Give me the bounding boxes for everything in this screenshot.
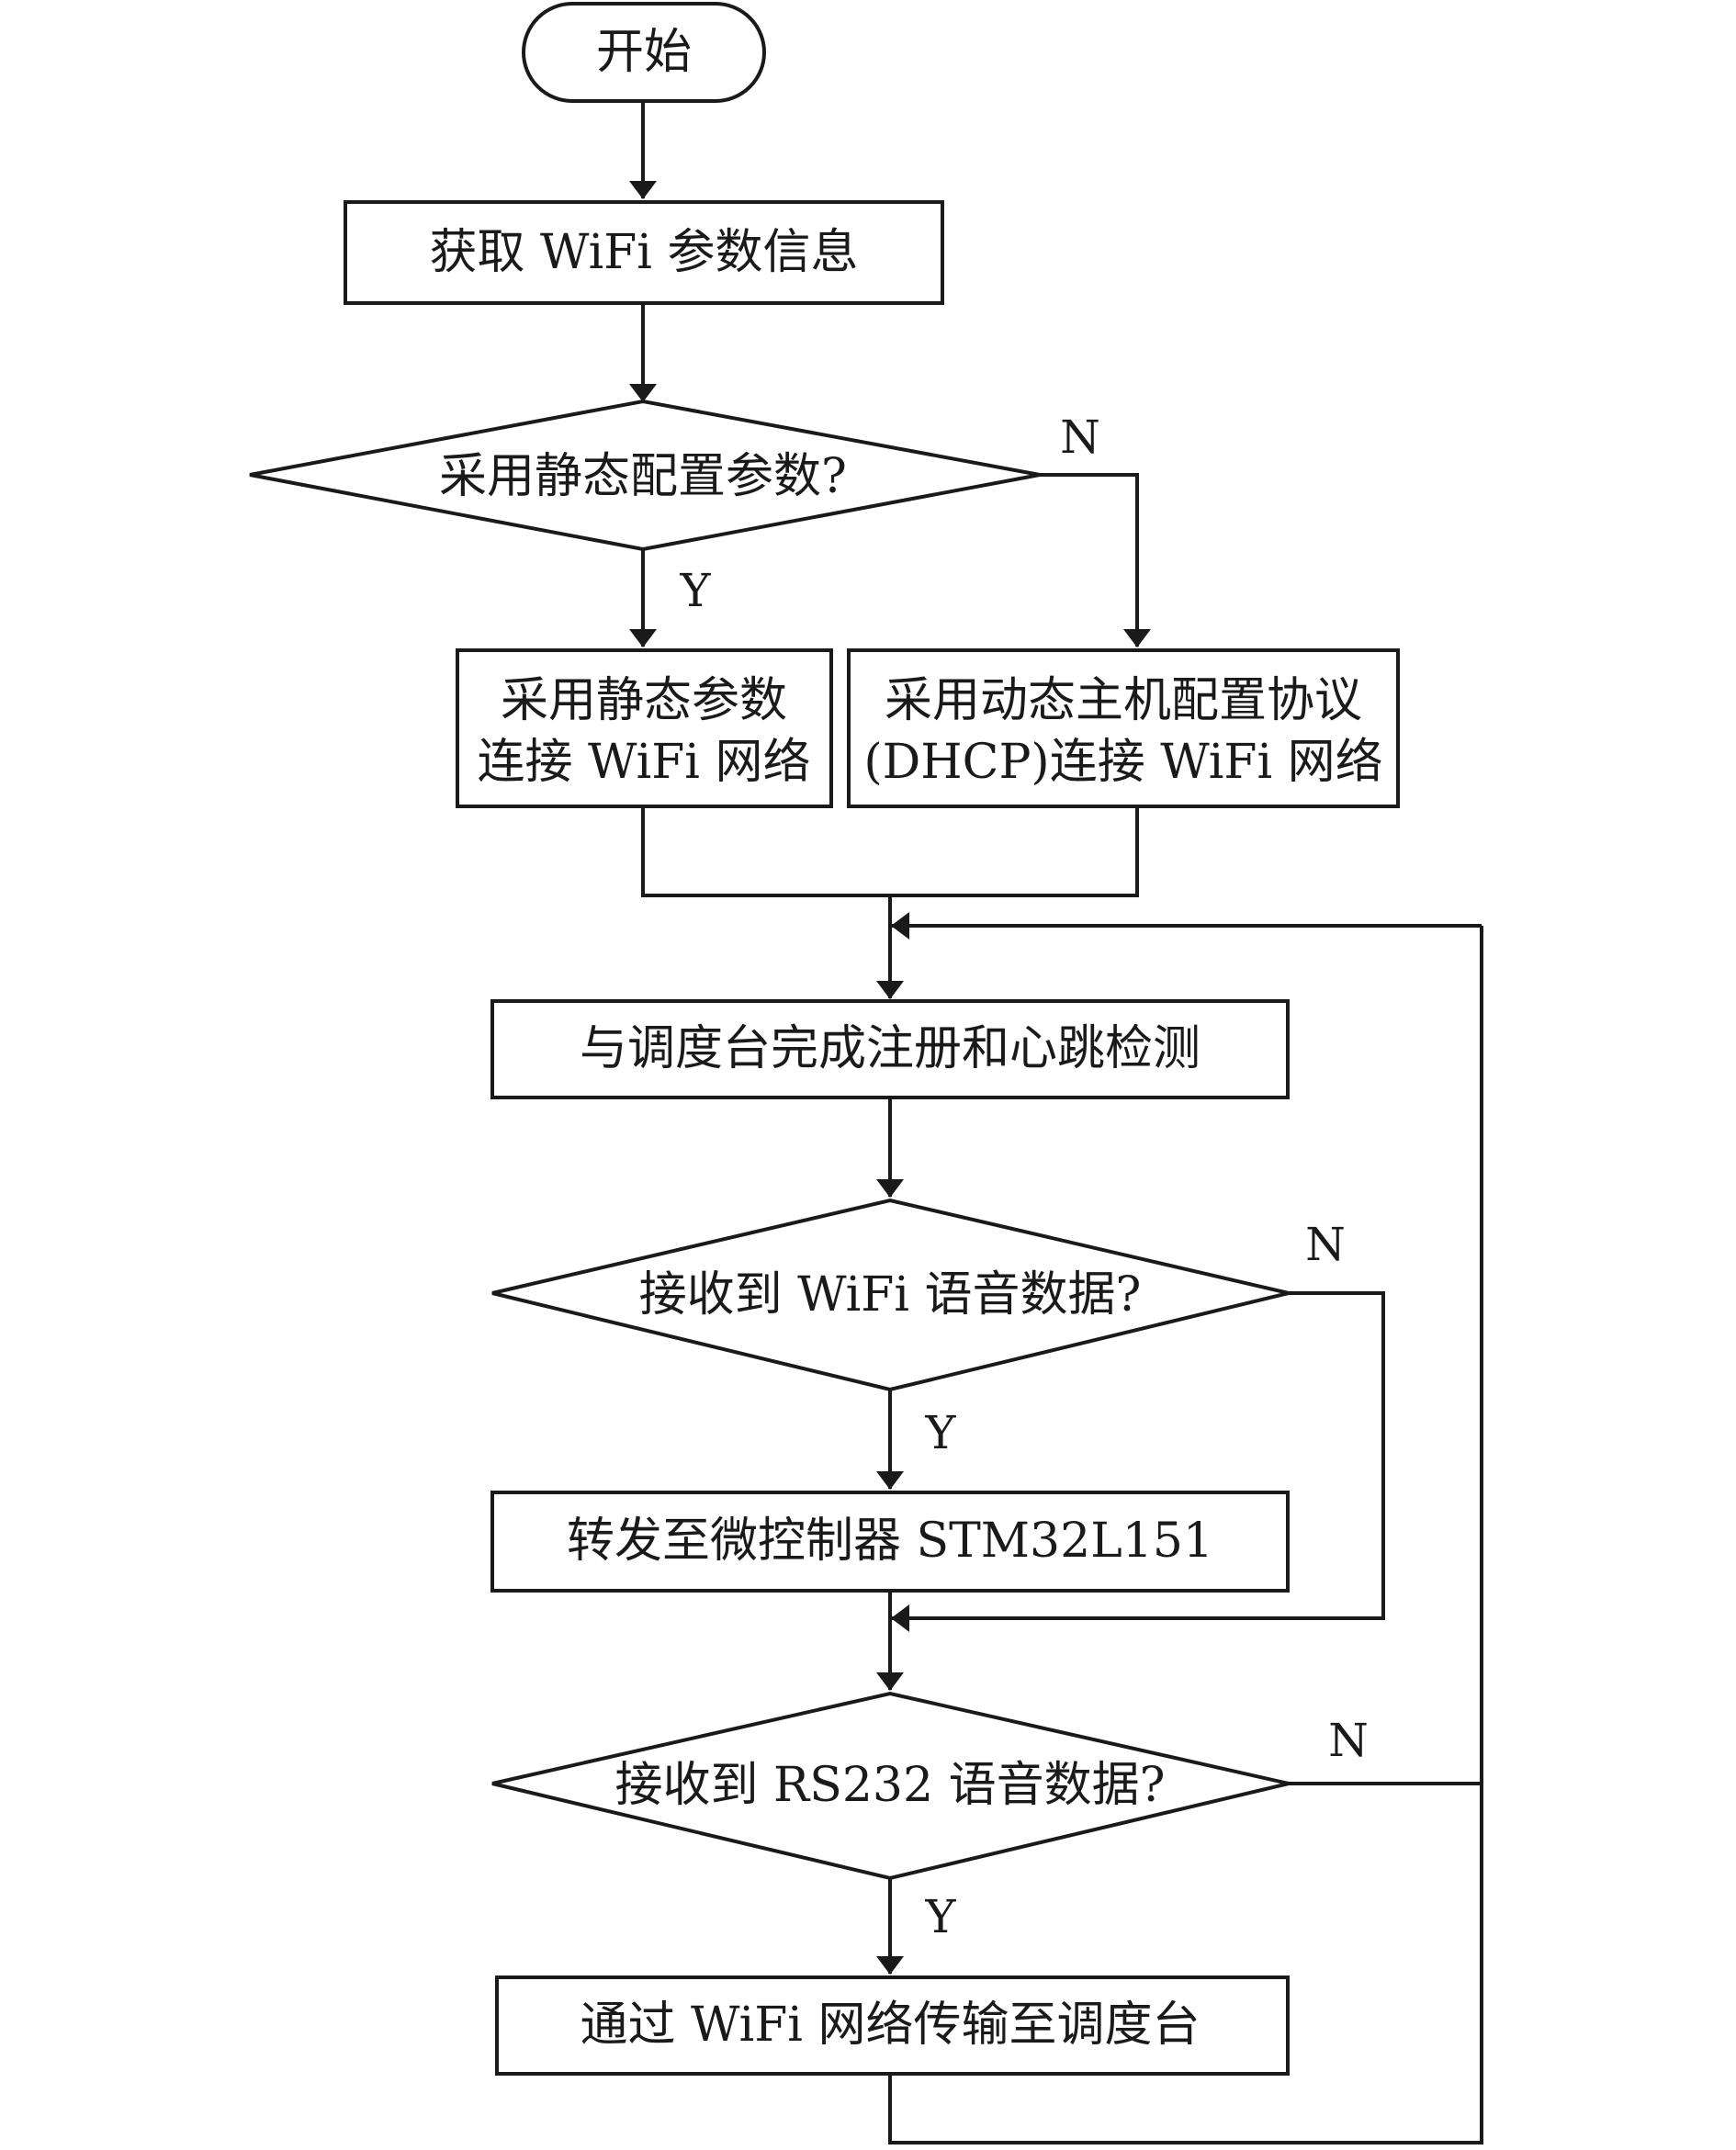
q-static-no-label: N — [1060, 411, 1100, 464]
get-params-label: 获取 WiFi 参数信息 — [430, 225, 859, 280]
merge-connect-paths — [641, 806, 1139, 897]
q-wifi-no-label: N — [1305, 1218, 1346, 1271]
q-static-label: 采用静态配置参数? — [439, 449, 847, 504]
process-register: 与调度台完成注册和心跳检测 — [490, 999, 1290, 1099]
process-forward: 转发至微控制器 STM32L151 — [490, 1491, 1290, 1593]
register-label: 与调度台完成注册和心跳检测 — [580, 1021, 1201, 1076]
static-connect-line-1: 采用静态参数 — [501, 673, 787, 728]
arrow-q-static-no — [1040, 473, 1151, 647]
forward-label: 转发至微控制器 STM32L151 — [567, 1514, 1213, 1569]
process-get-params: 获取 WiFi 参数信息 — [344, 200, 944, 305]
q-rs232-no-label: N — [1328, 1714, 1369, 1767]
process-transmit: 通过 WiFi 网络传输至调度台 — [495, 1976, 1290, 2076]
process-static-connect: 采用静态参数 连接 WiFi 网络 — [456, 648, 833, 808]
decision-rs232-voice: 接收到 RS232 语音数据? — [491, 1691, 1290, 1881]
start-terminal: 开始 — [522, 2, 766, 103]
arrow-q-wifi-no — [891, 1291, 1385, 1632]
q-wifi-yes-label: Y — [924, 1406, 956, 1459]
decision-wifi-voice: 接收到 WiFi 语音数据? — [491, 1198, 1290, 1392]
q-rs232-yes-label: Y — [924, 1890, 956, 1943]
static-connect-line-2: 连接 WiFi 网络 — [478, 735, 811, 790]
transmit-label: 通过 WiFi 网络传输至调度台 — [581, 1998, 1201, 2053]
q-static-yes-label: Y — [679, 564, 711, 617]
connectors — [629, 101, 1483, 2144]
loop-back-path — [888, 926, 1483, 2144]
q-wifi-label: 接收到 WiFi 语音数据? — [639, 1267, 1142, 1323]
start-label: 开始 — [596, 25, 692, 80]
dhcp-connect-line-1: 采用动态主机配置协议 — [885, 673, 1362, 728]
dhcp-connect-line-2: (DHCP)连接 WiFi 网络 — [863, 735, 1382, 790]
q-rs232-label: 接收到 RS232 语音数据? — [615, 1758, 1166, 1813]
decision-static-config: 采用静态配置参数? — [249, 399, 1041, 552]
process-dhcp-connect: 采用动态主机配置协议 (DHCP)连接 WiFi 网络 — [847, 648, 1400, 808]
